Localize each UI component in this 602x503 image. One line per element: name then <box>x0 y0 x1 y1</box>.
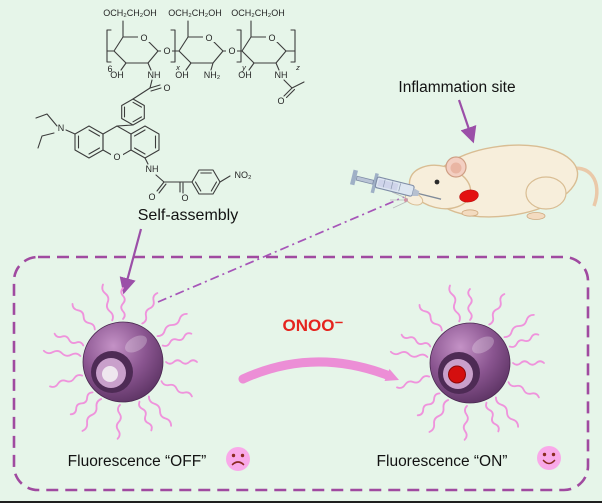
glycol-label-2: OCH₂CH₂OH <box>168 8 222 18</box>
ring3-oh-label: OH <box>238 70 252 80</box>
ring3-oxygen: O <box>268 33 275 43</box>
xanthene-oxygen-label: O <box>113 152 120 162</box>
diethylamino-n-label: N <box>58 123 65 133</box>
subscript-6: 6 <box>107 64 112 74</box>
oxalyl-oxygen-1: O <box>148 192 155 202</box>
linker-nh-label: NH <box>146 164 159 174</box>
glycol-label-1: OCH₂CH₂OH <box>103 8 157 18</box>
rhodamine-bonds <box>35 98 231 195</box>
happy-face-icon <box>537 446 561 470</box>
polymer-chains-right <box>389 284 545 441</box>
amide-oxygen-label: O <box>163 83 170 93</box>
onoo-arrow <box>238 357 392 384</box>
syringe-needle <box>418 192 442 200</box>
injection-dashdot-line <box>157 196 405 303</box>
subscript-y: y <box>241 63 247 72</box>
oxygen-labels: O O O O O <box>138 32 278 56</box>
syringe-liquid <box>377 179 399 191</box>
inflammation-spot <box>459 189 479 203</box>
sad-face-icon <box>226 447 250 471</box>
syringe-plunger <box>355 175 375 185</box>
ring1-oh-label: OH <box>110 70 124 80</box>
onoo-label: ONOO⁻ <box>283 316 344 335</box>
self-assembly-label: Self-assembly <box>138 207 238 224</box>
inflammation-arrow <box>457 99 477 144</box>
ring1-oxygen: O <box>140 33 147 43</box>
ring2-oh-label: OH <box>175 70 189 80</box>
syringe-gradations <box>382 179 402 192</box>
mouse-illustration <box>390 144 599 220</box>
inflammation-site-label: Inflammation site <box>398 79 515 96</box>
glycol-label-3: OCH₂CH₂OH <box>231 8 285 18</box>
reaction-panel-box <box>12 255 590 492</box>
self-assembly-arrow <box>119 228 143 295</box>
syringe-hub <box>411 188 420 197</box>
micelle-on-red-core <box>448 365 466 384</box>
fluorescence-off-label: Fluorescence “OFF” <box>68 453 207 470</box>
mouse-whiskers <box>390 191 409 209</box>
chemical-structure: O O O O O OCH₂CH₂OH OCH₂CH₂OH OCH₂CH₂OH … <box>35 8 305 203</box>
mouse-front-foot <box>461 209 479 217</box>
ring3-nh-label: NH <box>275 70 288 80</box>
ring2-nh2-label: NH₂ <box>204 70 221 80</box>
syringe-icon <box>349 169 442 200</box>
sugar-ring-bonds <box>106 20 305 100</box>
xanthene-oxygen-bg <box>111 151 123 160</box>
micelle-off-highlight <box>125 335 147 353</box>
fluorescence-on-label: Fluorescence “ON” <box>377 453 508 470</box>
mouse-ear-inner <box>450 162 462 174</box>
glycosidic-oxygen-1: O <box>163 46 170 56</box>
ring2-oxygen: O <box>205 33 212 43</box>
mouse-hind-foot <box>526 212 546 220</box>
subscript-x: x <box>175 63 180 72</box>
micelle-on-highlight <box>472 336 494 354</box>
syringe-thumb-rest <box>349 169 358 186</box>
onoo-arrowhead <box>384 369 399 381</box>
micelle-off-hollow-core <box>102 366 118 382</box>
glycosidic-oxygen-2: O <box>228 46 235 56</box>
subscript-z: z <box>295 63 300 72</box>
polymer-chains-left <box>42 283 198 440</box>
mouse-eye <box>434 179 440 185</box>
micelle-off <box>42 283 198 440</box>
mouse-hind-leg <box>525 176 567 210</box>
acetyl-oxygen-label: O <box>277 96 284 106</box>
nitro-group-label: NO₂ <box>235 170 253 180</box>
micelle-on <box>389 284 545 441</box>
oxalyl-oxygen-2: O <box>181 193 188 203</box>
ring1-nh-label: NH <box>148 70 161 80</box>
